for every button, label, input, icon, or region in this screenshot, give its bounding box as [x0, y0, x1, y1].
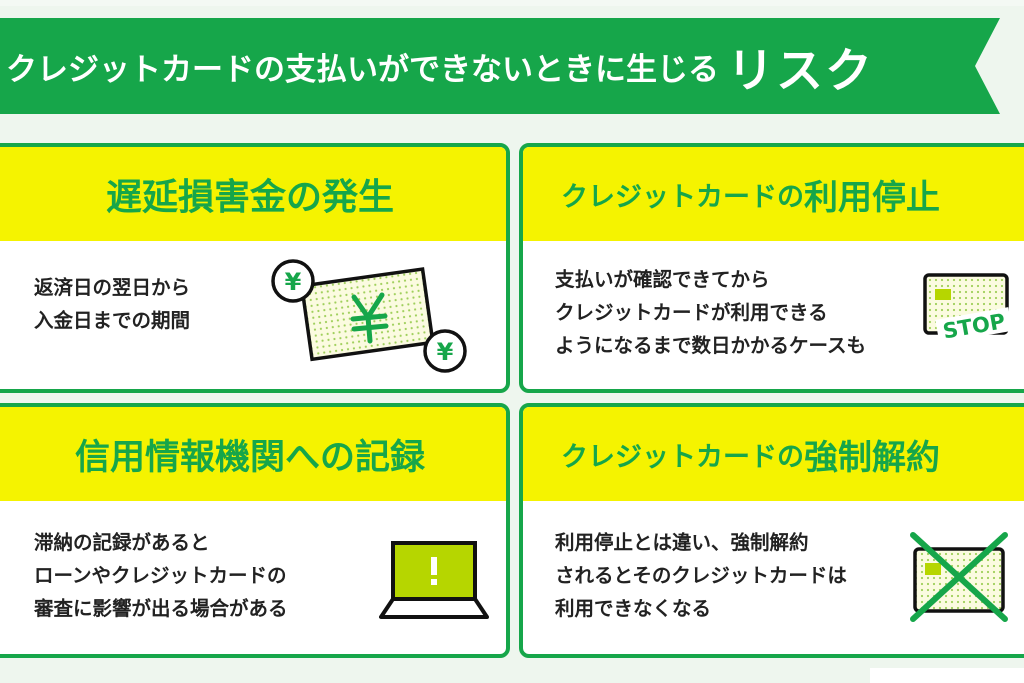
card-title: 遅延損害金の発生 — [0, 147, 506, 241]
stopped-card-icon: STOP — [923, 273, 1013, 344]
description-line: 返済日の翌日から — [34, 276, 191, 299]
page-title: クレジットカードの支払いができないときに生じる リスク — [0, 18, 966, 114]
card-body: 利用停止とは違い、強制解約 されるとそのクレジットカードは 利用できなくなる — [523, 501, 1024, 654]
card-late-fee: 遅延損害金の発生 返済日の翌日から 入金日までの期間 — [0, 143, 510, 393]
description-line: 入金日までの期間 — [34, 309, 191, 332]
card-body: 返済日の翌日から 入金日までの期間 ¥ ¥ — [0, 241, 506, 389]
description-line: ようになるまで数日かかるケースも — [555, 334, 867, 357]
yen-bill-icon: ¥ ¥ — [271, 259, 467, 373]
corner-patch — [870, 668, 1024, 683]
card-description: 利用停止とは違い、強制解約 されるとそのクレジットカードは 利用できなくなる — [555, 526, 847, 625]
card-description: 返済日の翌日から 入金日までの期間 — [34, 271, 190, 337]
description-line: 支払いが確認できてから — [555, 268, 770, 291]
card-title: 信用情報機関への記録 — [0, 407, 506, 501]
card-body: 滞納の記録があると ローンやクレジットカードの 審査に影響が出る場合がある — [0, 501, 506, 654]
description-line: 審査に影響が出る場合がある — [34, 597, 288, 620]
description-line: 利用停止とは違い、強制解約 — [555, 531, 809, 554]
description-line: 滞納の記録があると — [34, 531, 210, 554]
page-title-main: クレジットカードの支払いができないときに生じる — [6, 51, 719, 88]
background-strip — [0, 0, 1024, 6]
laptop-warning-icon — [379, 541, 489, 619]
description-line: ローンやクレジットカードの — [34, 564, 287, 587]
card-title-prefix: クレジットカードの — [561, 441, 804, 473]
card-description: 滞納の記録があると ローンやクレジットカードの 審査に影響が出る場合がある — [34, 526, 288, 625]
card-description: 支払いが確認できてから クレジットカードが利用できる ようになるまで数日かかるケ… — [555, 263, 866, 362]
card-body: 支払いが確認できてから クレジットカードが利用できる ようになるまで数日かかるケ… — [523, 241, 1024, 389]
card-title-text: 遅延損害金の発生 — [105, 177, 394, 218]
page-title-emphasis: リスク — [727, 43, 874, 99]
card-title-emphasis: 利用停止 — [804, 177, 940, 218]
title-banner — [0, 18, 1000, 114]
yen-sign: ¥ — [285, 268, 302, 296]
card-usage-suspension: クレジットカードの 利用停止 支払いが確認できてから クレジットカードが利用でき… — [519, 143, 1024, 393]
card-title-text: 信用情報機関への記録 — [74, 437, 425, 478]
description-line: されるとそのクレジットカードは — [555, 564, 847, 587]
card-credit-record: 信用情報機関への記録 滞納の記録があると ローンやクレジットカードの 審査に影響… — [0, 403, 510, 658]
card-title: クレジットカードの 利用停止 — [523, 147, 1024, 241]
card-title-prefix: クレジットカードの — [561, 181, 804, 213]
card-title: クレジットカードの 強制解約 — [523, 407, 1024, 501]
card-title-emphasis: 強制解約 — [804, 437, 940, 478]
card-forced-cancellation: クレジットカードの 強制解約 利用停止とは違い、強制解約 されるとそのクレジット… — [519, 403, 1024, 658]
description-line: 利用できなくなる — [555, 597, 712, 620]
yen-sign: ¥ — [437, 338, 454, 366]
description-line: クレジットカードが利用できる — [555, 301, 828, 324]
cancelled-card-icon — [910, 532, 1008, 622]
